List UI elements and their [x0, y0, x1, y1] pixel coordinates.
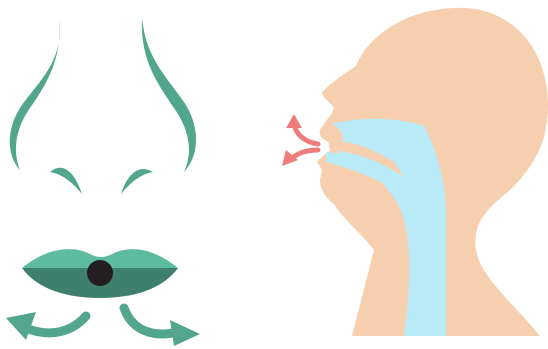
nostril-left	[50, 168, 82, 194]
nose-bridge-right	[142, 18, 196, 172]
exhale-arrow-right-head	[170, 320, 200, 346]
breath-arrow-icon	[282, 114, 318, 166]
nose-bridge-left	[10, 20, 60, 170]
mouth-icon	[22, 249, 178, 298]
exhale-arrow-left-shaft	[26, 316, 86, 333]
nose-icon	[10, 18, 196, 194]
mouth-opening	[87, 260, 113, 286]
nostril-right	[121, 169, 153, 194]
exhale-arrow-icon	[6, 308, 200, 346]
exhale-arrow-right-shaft	[124, 308, 178, 334]
breath-arrow-upper-head	[286, 114, 302, 128]
